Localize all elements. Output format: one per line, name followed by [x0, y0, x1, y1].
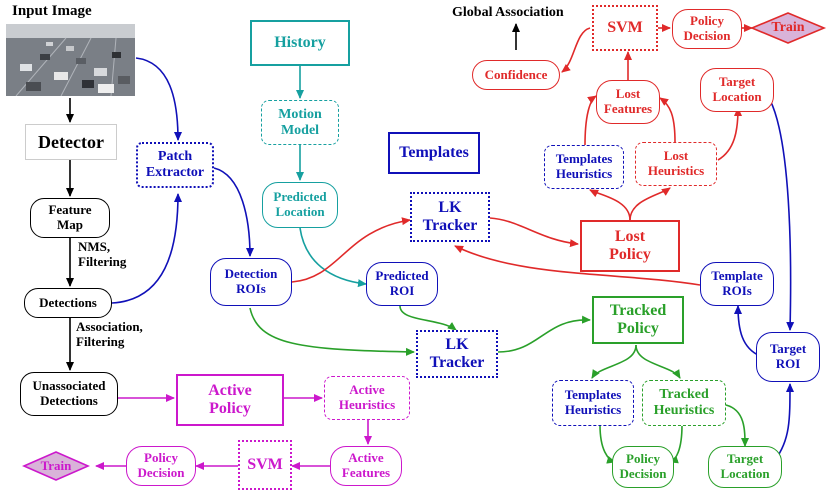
active-features-node: Active Features: [330, 446, 402, 486]
input-image-title: Input Image: [12, 3, 92, 19]
unassociated-detections-node: Unassociated Detections: [20, 372, 118, 416]
edge-templheur-lostfeat: [584, 95, 597, 146]
active-train-label: Train: [40, 457, 72, 473]
edge-lkbottom-trackedpolicy: [497, 315, 591, 353]
active-heuristics-box: Active Heuristics: [324, 376, 410, 420]
lost-target-location-node: Target Location: [700, 68, 774, 112]
edge-trackedpolicy-trackheur: [635, 344, 681, 379]
tracked-policy-decision-node: Policy Decision: [612, 446, 674, 488]
target-roi-node: Target ROI: [756, 332, 820, 382]
edge-lostpolicy-lostheur: [629, 187, 671, 221]
active-policy-box: Active Policy: [176, 374, 284, 426]
confidence-node: Confidence: [472, 60, 560, 90]
lost-policy-box: Lost Policy: [580, 220, 680, 272]
edge-detrois-lkbottom: [249, 307, 415, 356]
edge-detections-patch: [111, 193, 182, 304]
template-rois-node: Template ROIs: [700, 262, 774, 306]
edge-patch-detrois: [213, 167, 254, 257]
tracked-templates-heuristics-box: Templates Heuristics: [552, 380, 634, 426]
history-box: History: [250, 20, 350, 66]
edge-predloc-predroi: [299, 227, 367, 288]
motion-model-box: Motion Model: [261, 100, 339, 145]
detection-rois-node: Detection ROIs: [210, 258, 292, 306]
edge-tracked-targetloc-targetroi: [774, 383, 794, 461]
templates-box: Templates: [388, 132, 480, 174]
predicted-roi-node: Predicted ROI: [366, 262, 438, 306]
edge-lostpolicy-templheur: [589, 189, 631, 221]
lost-features-node: Lost Features: [596, 80, 660, 124]
lost-heuristics-box: Lost Heuristics: [635, 142, 717, 186]
train-diamond-bottom: [22, 451, 90, 481]
global-association-label: Global Association: [452, 5, 564, 20]
edge-trackheur-targetloc: [725, 404, 749, 447]
edge-detrois-lktop: [291, 217, 411, 283]
lk-tracker-bottom-box: LK Tracker: [416, 330, 498, 378]
detections-node: Detections: [24, 288, 112, 318]
tracked-target-location-node: Target Location: [708, 446, 782, 488]
active-svm-box: SVM: [238, 440, 292, 490]
lost-svm-box: SVM: [592, 5, 658, 51]
traffic-photo-icon: [6, 24, 135, 96]
edge-svm-confidence: [561, 27, 591, 73]
edge-targetlocation-targetroi: [769, 99, 795, 331]
lost-templates-heuristics-box: Templates Heuristics: [544, 145, 624, 189]
nms-filtering-label: NMS, Filtering: [78, 239, 127, 269]
feature-map-node: Feature Map: [30, 198, 110, 238]
edge-lostheur-lostfeat: [659, 97, 676, 143]
detector-box: Detector: [25, 124, 117, 160]
lost-train-label: Train: [771, 20, 805, 36]
lk-tracker-top-box: LK Tracker: [410, 192, 490, 242]
edge-trackedpolicy-templheur: [591, 344, 637, 379]
tracked-heuristics-box: Tracked Heuristics: [642, 380, 726, 426]
lost-policy-decision-node: Policy Decision: [672, 9, 742, 49]
active-policy-decision-node: Policy Decision: [126, 446, 196, 486]
association-filtering-label: Association, Filtering: [76, 319, 143, 349]
tracked-policy-box: Tracked Policy: [592, 296, 684, 344]
edge-lostheur-targetloc: [717, 107, 742, 161]
train-diamond-top: [749, 12, 827, 44]
edge-lktop-lostpolicy: [489, 217, 579, 248]
patch-extractor-box: Patch Extractor: [136, 142, 214, 188]
edge-templaterois-lktop: [454, 245, 701, 286]
edge-targetroi-templaterois: [734, 305, 761, 357]
predicted-location-node: Predicted Location: [262, 182, 338, 228]
edge-predroi-lkbottom: [399, 305, 457, 331]
edge-input-patch: [135, 57, 182, 141]
